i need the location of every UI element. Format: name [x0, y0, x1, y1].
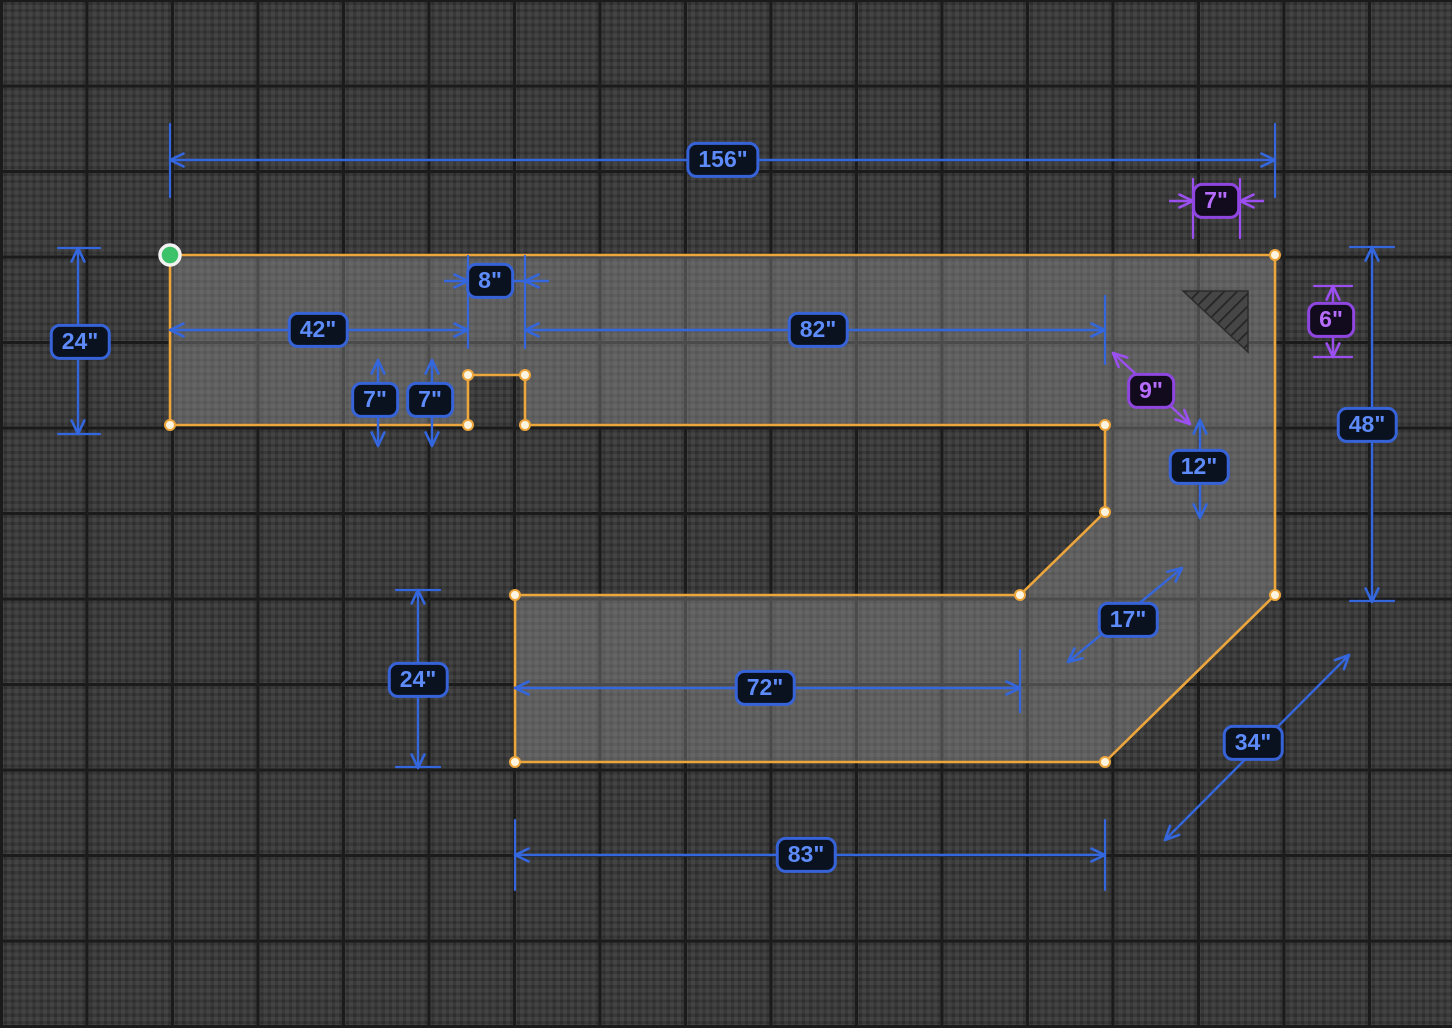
vertex-handle[interactable]: [1014, 589, 1026, 601]
dimension-label-lower-run[interactable]: 72": [734, 669, 796, 707]
corner-cut-preview[interactable]: [1181, 290, 1249, 354]
dimension-label-notch-depth-right[interactable]: 7": [406, 381, 454, 419]
vertex-handle[interactable]: [509, 589, 521, 601]
dimension-label-notch-width[interactable]: 8": [466, 262, 514, 300]
dimension-label-right-height[interactable]: 48": [1336, 406, 1398, 444]
vertex-handle[interactable]: [164, 419, 176, 431]
vertex-handle[interactable]: [1099, 419, 1111, 431]
start-point-handle[interactable]: [158, 243, 182, 267]
vertex-handle[interactable]: [1099, 506, 1111, 518]
vertex-handle[interactable]: [1269, 589, 1281, 601]
dimension-label-bottom-run[interactable]: 83": [775, 836, 837, 874]
dimension-label-top-right-run[interactable]: 82": [787, 311, 849, 349]
dimension-label-left-depth[interactable]: 24": [49, 323, 111, 361]
dimension-label-lower-depth[interactable]: 24": [387, 661, 449, 699]
dimension-label-corner-top[interactable]: 7": [1192, 182, 1240, 220]
vertex-handle[interactable]: [1099, 756, 1111, 768]
dimension-label-inner-diagonal[interactable]: 17": [1097, 601, 1159, 639]
dimension-label-notch-depth-left[interactable]: 7": [351, 381, 399, 419]
vertex-handle[interactable]: [462, 419, 474, 431]
vertex-handle[interactable]: [509, 756, 521, 768]
dimension-label-overall-width[interactable]: 156": [686, 141, 760, 179]
vertex-handle[interactable]: [1269, 249, 1281, 261]
vertex-handle[interactable]: [519, 369, 531, 381]
dimension-label-corner-side[interactable]: 6": [1307, 301, 1355, 339]
dimension-label-corner-diagonal[interactable]: 9": [1127, 372, 1175, 410]
dimension-label-outer-diagonal[interactable]: 34": [1222, 724, 1284, 762]
dimension-label-inner-right-drop[interactable]: 12": [1168, 448, 1230, 486]
vertex-handle[interactable]: [519, 419, 531, 431]
vertex-handle[interactable]: [462, 369, 474, 381]
dimension-label-top-left-run[interactable]: 42": [287, 311, 349, 349]
